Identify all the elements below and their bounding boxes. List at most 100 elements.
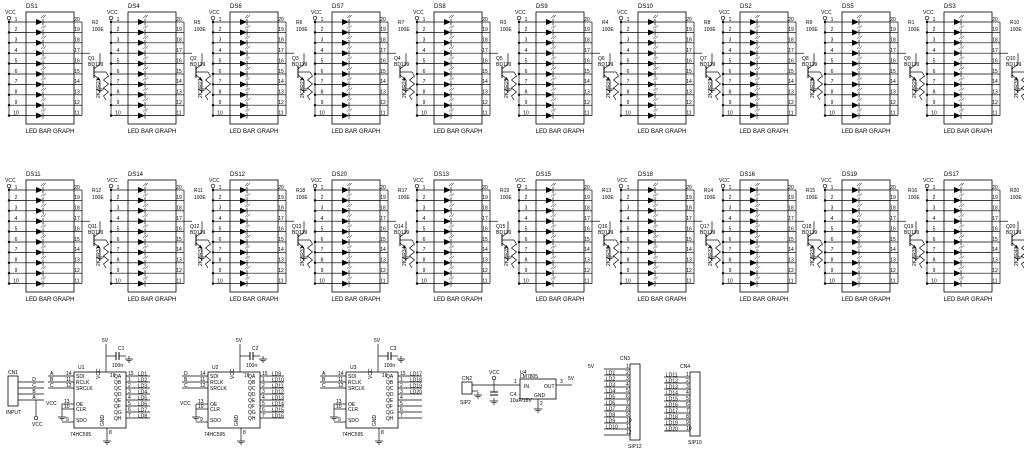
light-arrow-icon (448, 87, 453, 91)
pin-number: 1 (423, 185, 426, 191)
ground-symbol (1014, 86, 1022, 93)
light-arrow-icon (960, 108, 965, 112)
pin-number: 14 (992, 247, 998, 253)
pin-number: 19 (686, 27, 692, 33)
light-arrow-icon (754, 266, 759, 270)
pin-number: 13 (336, 399, 342, 405)
pin-number: 6 (729, 237, 732, 243)
light-arrow-icon (42, 182, 47, 187)
pin-number: 19 (176, 27, 182, 33)
junction-dot (109, 251, 113, 254)
light-arrow-icon (960, 56, 965, 60)
pin-number: 6 (626, 394, 629, 400)
base-resistor-label: 2K2 R32 (198, 246, 204, 266)
pin-number: 8 (525, 258, 528, 264)
base-resistor-label: 2K2 R31 (96, 246, 102, 266)
pin-number: 6 (729, 69, 732, 75)
junction-dot (313, 261, 317, 264)
light-arrow-icon (450, 108, 455, 112)
light-arrow-icon (348, 25, 353, 29)
light-arrow-icon (652, 193, 657, 197)
light-arrow-icon (858, 266, 863, 270)
pin-name: QF (114, 404, 121, 410)
transistor-part: BD139 (190, 62, 206, 68)
pin-name: QD (114, 392, 122, 398)
junction-dot (211, 20, 215, 24)
pin-number: 4 (400, 395, 403, 401)
light-arrow-icon (42, 98, 47, 102)
vcc-terminal (720, 15, 726, 21)
junction-dot (721, 104, 725, 107)
vcc-label: VCC (617, 10, 628, 16)
light-arrow-icon (144, 203, 149, 207)
junction-dot (109, 31, 113, 34)
junction-dot (721, 83, 725, 86)
led-diode-icon (852, 102, 859, 109)
pin-number: 8 (117, 90, 120, 96)
pin-number: 3 (117, 38, 120, 44)
pin-number: 16 (992, 58, 998, 64)
light-arrow-icon (42, 203, 47, 207)
light-arrow-icon (42, 35, 47, 39)
net-label: LD17 (666, 409, 678, 415)
light-arrow-icon (450, 255, 455, 259)
pin-number: 2 (15, 27, 18, 33)
junction-dot (211, 52, 215, 55)
pin-number: 15 (400, 371, 406, 377)
pin-number: 2 (262, 383, 265, 389)
transistor-collector (93, 231, 101, 238)
vcc-terminal (414, 183, 420, 189)
ground-symbol (125, 356, 133, 363)
pin-number: 7 (627, 247, 630, 253)
junction-dot (109, 282, 113, 285)
light-arrow-icon (450, 98, 455, 102)
junction-dot (721, 230, 725, 233)
pin-number: 11 (584, 278, 589, 284)
light-arrow-icon (654, 234, 659, 239)
light-arrow-icon (142, 46, 147, 50)
bar-graph-label: LED BAR GRAPH (536, 129, 585, 135)
light-arrow-icon (348, 224, 353, 228)
light-arrow-icon (652, 56, 657, 60)
transistor-part: BD139 (1006, 62, 1022, 68)
base-resistor-icon (510, 239, 518, 269)
resistor-value: 100E (602, 27, 614, 33)
pin-number: 17 (686, 216, 692, 222)
pin-number: 16 (176, 58, 182, 64)
light-arrow-icon (244, 108, 249, 112)
pin-number: 7 (219, 79, 222, 85)
pin-number: 14 (278, 247, 284, 253)
net-label: LD5 (606, 395, 615, 401)
pin-number: 4 (219, 48, 222, 54)
bar-graph-body (229, 179, 279, 293)
light-arrow-icon (756, 66, 761, 71)
junction-dot (619, 72, 623, 76)
pin-number: 8 (423, 258, 426, 264)
pin-number: 9 (627, 268, 630, 274)
net-label: LD16 (272, 414, 284, 420)
bar-graph-ref: DS11 (26, 172, 41, 178)
pin-name: QD (248, 392, 256, 398)
light-arrow-icon (960, 203, 965, 207)
led-diode-icon (852, 39, 859, 46)
pin-number: 15 (788, 69, 794, 75)
light-arrow-icon (652, 266, 657, 270)
led-diode-icon (444, 102, 451, 109)
ground-symbol (198, 254, 206, 261)
led-diode-icon (648, 71, 655, 77)
net-label: LD9 (606, 419, 615, 425)
light-arrow-icon (552, 108, 557, 112)
pin-number: 19 (74, 27, 80, 33)
vcc-terminal (924, 15, 930, 21)
junction-dot (823, 188, 827, 192)
header-cn3: CN31234567891011125VLD1LD2LD3LD4LD5LD6LD… (588, 356, 642, 450)
junction-dot (619, 52, 623, 55)
light-arrow-icon (40, 245, 45, 249)
net-label: LD18 (666, 415, 678, 421)
pin-number: 7 (262, 413, 265, 419)
junction-dot (517, 20, 521, 24)
light-arrow-icon (346, 98, 351, 102)
pin-number: 12 (992, 100, 998, 106)
